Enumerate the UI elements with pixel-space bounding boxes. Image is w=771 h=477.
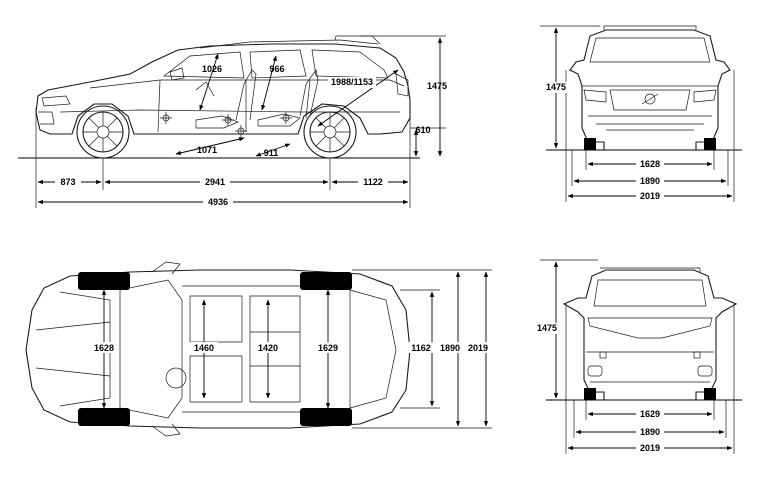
front-body-outline: [569, 29, 731, 151]
tire-front-left: [78, 272, 130, 290]
rear-hip-label: 911: [264, 148, 279, 158]
loading-height-label: 610: [415, 125, 430, 135]
cargo-length-label: 1988/1153: [331, 77, 373, 87]
steering-wheel: [165, 367, 187, 389]
front-legroom-label: 1026: [202, 64, 222, 74]
top-width-mirrors-label: 2019: [468, 343, 488, 353]
side-height-label: 1475: [427, 81, 447, 91]
grille: [609, 89, 691, 111]
top-width-label: 1890: [440, 343, 460, 353]
tire-rear-left: [300, 272, 352, 290]
rear-wheel: [303, 105, 357, 159]
seat-reference-points: [160, 112, 292, 137]
tire-rear-right: [300, 408, 352, 426]
tire-front-right: [78, 408, 130, 426]
front-wheel: [76, 105, 130, 159]
front-width-label: 1890: [640, 176, 660, 186]
side-view: 873 2941 1122 4936 1475 610 1026 966 198…: [18, 35, 447, 208]
length-label: 4936: [208, 197, 228, 207]
top-front-track-label: 1628: [94, 343, 114, 353]
front-overhang-label: 873: [60, 177, 75, 187]
front-track-label: 1628: [640, 159, 660, 169]
top-rear-track-label: 1629: [318, 343, 338, 353]
rear-view: 1475 1629 1890 2019: [534, 259, 742, 454]
top-view: 1628 1460 1420 1629 1162 1890 2019: [25, 261, 492, 437]
cargo-width-label: 1162: [411, 343, 431, 353]
rear-overhang-label: 1122: [363, 177, 383, 187]
rear-body-outline: [562, 269, 738, 401]
rear-height-label: 1475: [537, 323, 557, 333]
logo-icon: [644, 93, 656, 105]
front-width-mirrors-label: 2019: [640, 191, 660, 201]
front-view: 1475 1628 1890 2019: [540, 25, 742, 202]
front-height-label: 1475: [546, 82, 566, 92]
wheelbase-label: 2941: [205, 177, 225, 187]
rear-width-mirrors-label: 2019: [640, 443, 660, 453]
rear-track-label: 1629: [640, 409, 660, 419]
rear-shoulder-label: 1420: [258, 343, 278, 353]
front-shoulder-label: 1460: [194, 343, 214, 353]
rear-width-label: 1890: [640, 427, 660, 437]
front-hip-label: 1071: [197, 145, 217, 155]
rear-legroom-label: 966: [269, 64, 284, 74]
